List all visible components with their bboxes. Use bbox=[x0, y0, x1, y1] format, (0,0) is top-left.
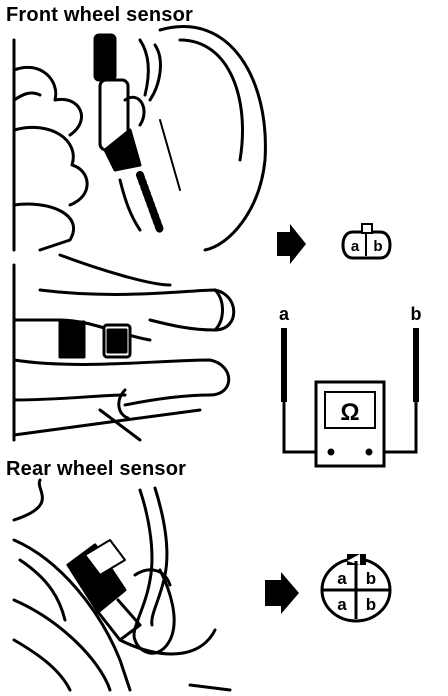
rear-connector-icon: a b a b bbox=[320, 554, 392, 623]
front-connector-pin-a: a bbox=[351, 238, 360, 255]
rear-connector-bottom-right: b bbox=[366, 595, 376, 614]
rear-connector-bottom-left: a bbox=[337, 595, 347, 614]
front-sensor-illustration bbox=[12, 25, 267, 442]
rear-connector-top-left: a bbox=[337, 569, 347, 588]
rear-connector-top-right: b bbox=[366, 569, 376, 588]
meter-lead-a-label: a bbox=[279, 304, 290, 324]
rear-arrow-icon bbox=[265, 572, 299, 614]
meter-terminal-a bbox=[327, 448, 335, 456]
front-wheel-sensor-title: Front wheel sensor bbox=[6, 4, 193, 26]
probe-a bbox=[281, 328, 287, 402]
meter-lead-b-label: b bbox=[411, 304, 422, 324]
front-connector-pin-b: b bbox=[373, 238, 382, 255]
rear-sensor-illustration bbox=[12, 478, 232, 692]
rear-wheel-sensor-title: Rear wheel sensor bbox=[6, 458, 187, 480]
probe-b bbox=[413, 328, 419, 402]
front-arrow-icon bbox=[277, 224, 306, 264]
meter-display bbox=[324, 391, 376, 429]
ohm-symbol: Ω bbox=[340, 399, 359, 426]
front-connector-icon: a b bbox=[341, 223, 392, 260]
ohmmeter: a b Ω bbox=[279, 304, 422, 468]
meter-terminal-b bbox=[365, 448, 373, 456]
